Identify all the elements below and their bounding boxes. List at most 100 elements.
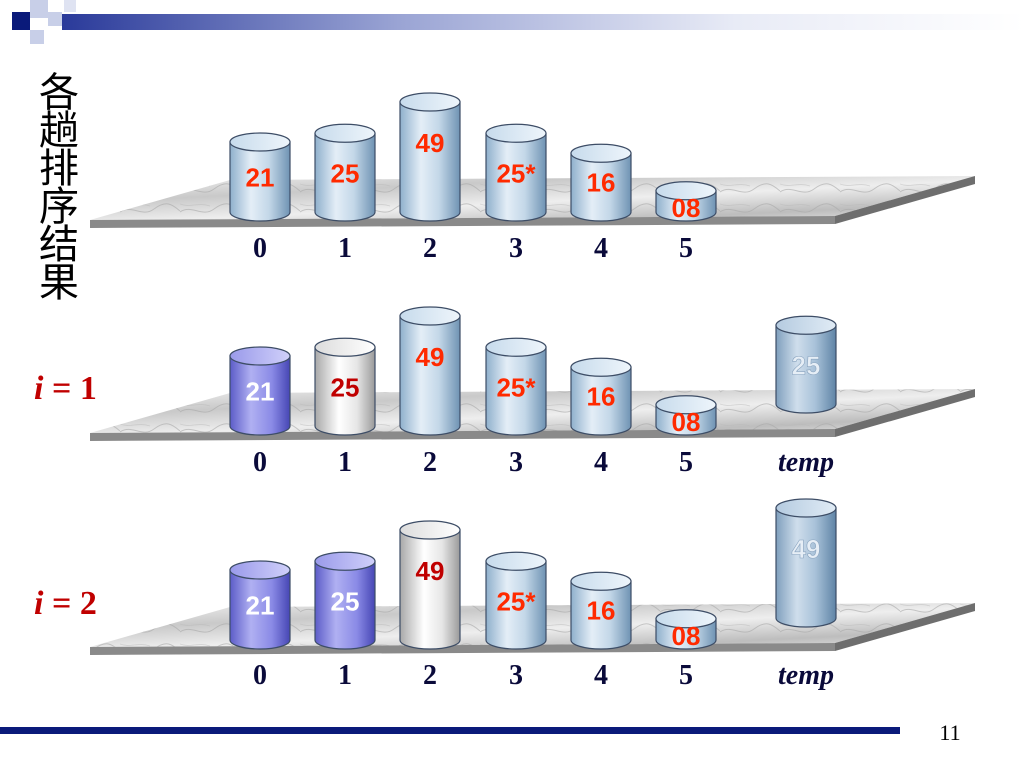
index-label: 3 — [509, 233, 523, 264]
title-char: 果 — [39, 260, 79, 306]
cylinder-plain: 25* — [485, 123, 547, 222]
title-char: 序 — [39, 184, 79, 230]
index-label: 3 — [509, 447, 523, 478]
cell-value: 25 — [331, 373, 360, 403]
cylinder-top — [399, 92, 461, 112]
cylinder-top — [570, 143, 632, 163]
cylinder-plain: 08 — [655, 181, 717, 223]
cylinder-body — [485, 132, 547, 222]
cell-value: 25 — [792, 351, 821, 381]
cylinder-body — [485, 560, 547, 650]
footer-bar — [0, 727, 900, 734]
cylinder-top — [229, 346, 291, 366]
index-label: 3 — [509, 660, 523, 691]
cylinder-top — [229, 132, 291, 152]
index-label: 5 — [679, 660, 693, 691]
cylinder-body — [314, 560, 376, 650]
index-label: 2 — [423, 447, 437, 478]
cell-value: 21 — [246, 591, 275, 621]
header-square-light — [64, 0, 76, 12]
index-label: 0 — [253, 233, 267, 264]
cylinder-temp: 25 — [775, 315, 837, 414]
cylinder-top — [570, 571, 632, 591]
header-square-light — [30, 0, 48, 18]
cylinder-plain: 49 — [399, 92, 461, 222]
cell-value: 49 — [416, 556, 445, 586]
cylinder-top — [314, 551, 376, 571]
header-gradient-bar — [62, 14, 1024, 30]
row-label-i2: i = 2 — [34, 585, 97, 623]
title-char: 排 — [39, 146, 79, 192]
index-label: 1 — [338, 447, 352, 478]
row-label-eq: = 1 — [43, 370, 97, 407]
index-label: 1 — [338, 233, 352, 264]
index-label: 4 — [594, 660, 608, 691]
cylinder-body — [485, 346, 547, 436]
cell-value: 21 — [246, 377, 275, 407]
cylinder-body — [399, 529, 461, 650]
cylinder-plain: 49 — [399, 306, 461, 436]
cylinder-plain: 16 — [570, 357, 632, 436]
header-square-light — [48, 12, 62, 26]
index-label: 5 — [679, 233, 693, 264]
cylinder-temp: 49 — [775, 498, 837, 628]
cell-value: 25* — [496, 373, 536, 403]
cylinder-body — [229, 569, 291, 650]
cylinder-top — [314, 123, 376, 143]
temp-label: temp — [778, 660, 834, 691]
cell-value: 25* — [496, 587, 536, 617]
index-label: 4 — [594, 233, 608, 264]
cylinder-current: 49 — [399, 520, 461, 650]
cylinder-plain: 25 — [314, 123, 376, 222]
cylinder-body — [399, 101, 461, 222]
cell-value: 25 — [331, 159, 360, 189]
cylinder-top — [485, 337, 547, 357]
cylinder-body — [229, 141, 291, 222]
cell-value: 25* — [496, 159, 536, 189]
cell-value: 08 — [672, 193, 701, 223]
cylinder-top — [314, 337, 376, 357]
index-label: 1 — [338, 660, 352, 691]
cell-value: 08 — [672, 407, 701, 437]
cylinder-top — [655, 395, 717, 415]
cylinder-top — [775, 498, 837, 518]
cylinder-top — [570, 357, 632, 377]
slide-title: 各趟排序结果 — [34, 70, 84, 306]
cylinder-top — [485, 551, 547, 571]
cylinder-sorted: 21 — [229, 346, 291, 436]
header-decoration — [0, 0, 1024, 60]
cylinder-top — [399, 306, 461, 326]
cylinder-plain: 16 — [570, 571, 632, 650]
platform-side — [835, 603, 975, 651]
cylinder-top — [485, 123, 547, 143]
platform-side — [835, 389, 975, 437]
cylinder-plain: 08 — [655, 395, 717, 437]
index-label: 0 — [253, 660, 267, 691]
cylinder-body — [314, 346, 376, 436]
cylinder-sorted: 21 — [229, 560, 291, 650]
cylinder-body — [229, 355, 291, 436]
row-label-var: i — [34, 585, 44, 622]
cylinder-plain: 08 — [655, 609, 717, 651]
cell-value: 25 — [331, 587, 360, 617]
cell-value: 08 — [672, 621, 701, 651]
cylinder-body — [570, 152, 632, 222]
cell-value: 16 — [587, 596, 616, 626]
cylinder-body — [314, 132, 376, 222]
cell-value: 16 — [587, 168, 616, 198]
cylinder-plain: 21 — [229, 132, 291, 222]
cylinder-top — [655, 609, 717, 629]
row-label-i1: i = 1 — [34, 370, 97, 408]
cylinder-body — [775, 324, 837, 414]
title-char: 各 — [39, 70, 79, 116]
cylinder-plain: 16 — [570, 143, 632, 222]
cell-value: 49 — [416, 342, 445, 372]
index-label: 5 — [679, 447, 693, 478]
header-square-dark — [12, 12, 30, 30]
row-label-var: i — [34, 370, 44, 407]
cell-value: 21 — [246, 163, 275, 193]
index-label: 4 — [594, 447, 608, 478]
